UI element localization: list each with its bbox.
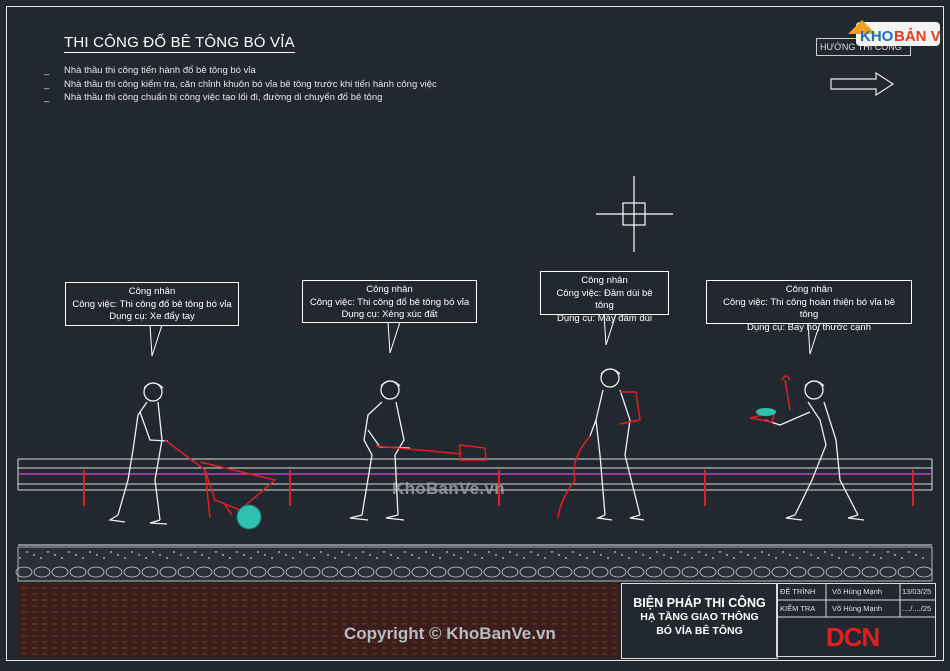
- svg-text:KHO: KHO: [860, 28, 894, 45]
- copyright-text: Copyright © KhoBanVe.vn: [344, 624, 556, 643]
- title-block-grid: ĐỆ TRÌNH Võ Hùng Mạnh 13/03/25 KIỂM TRA …: [776, 583, 936, 657]
- worker-vibrator-figure: [589, 368, 645, 521]
- vibrator-machine: [557, 391, 641, 519]
- soil-layer: [18, 583, 620, 657]
- wheelbarrow-wheel: [236, 504, 262, 530]
- note-item: _Nhà thầu thi công kiểm tra, căn chỉnh k…: [44, 78, 437, 90]
- note-item: _Nhà thầu thi công chuẩn bị công việc tạ…: [44, 92, 383, 103]
- notes-list: _Nhà thầu thi công tiến hành đổ bê tông …: [44, 64, 437, 105]
- crosshair-icon: [596, 176, 673, 252]
- gravel-pattern: [15, 551, 933, 578]
- svg-text:BẢN VẼ: BẢN VẼ: [894, 27, 942, 45]
- gravel-layer: [17, 546, 933, 582]
- title-block: BIỆN PHÁP THI CÔNG HẠ TẦNG GIAO THÔNG BÓ…: [621, 583, 778, 659]
- drawing-frame: [6, 6, 944, 661]
- direction-arrow-icon: [830, 71, 895, 97]
- note-item: _Nhà thầu thi công tiến hành đổ bê tông …: [44, 65, 256, 76]
- shovel: [375, 444, 487, 461]
- worker-callout: Công nhân Công việc: Thi công đổ bê tông…: [302, 280, 477, 323]
- khobanve-logo: KHO BẢN VẼ: [848, 18, 950, 50]
- wheelbarrow: [164, 439, 277, 519]
- formwork-pins: [83, 470, 914, 506]
- worker-shovel-figure: [349, 380, 411, 521]
- worker-callout: Công nhân Công việc: Thi công hoàn thiện…: [706, 280, 912, 333]
- soil-hatch: [22, 587, 617, 655]
- worker-finishing-figure: [764, 380, 865, 521]
- float-tool: [756, 408, 776, 416]
- company-logo: DCN: [826, 622, 880, 652]
- worker-callout: Công nhân Công việc: Đầm dùi bê tông Dụn…: [540, 271, 669, 324]
- page-title: THI CÔNG ĐỔ BÊ TÔNG BÓ VỈA: [64, 34, 295, 53]
- watermark-text: KhoBanVe.vn: [392, 479, 505, 498]
- worker-callout: Công nhân Công việc: Thi công đổ bê tông…: [65, 282, 239, 326]
- worker-wheelbarrow-figure: [108, 382, 169, 525]
